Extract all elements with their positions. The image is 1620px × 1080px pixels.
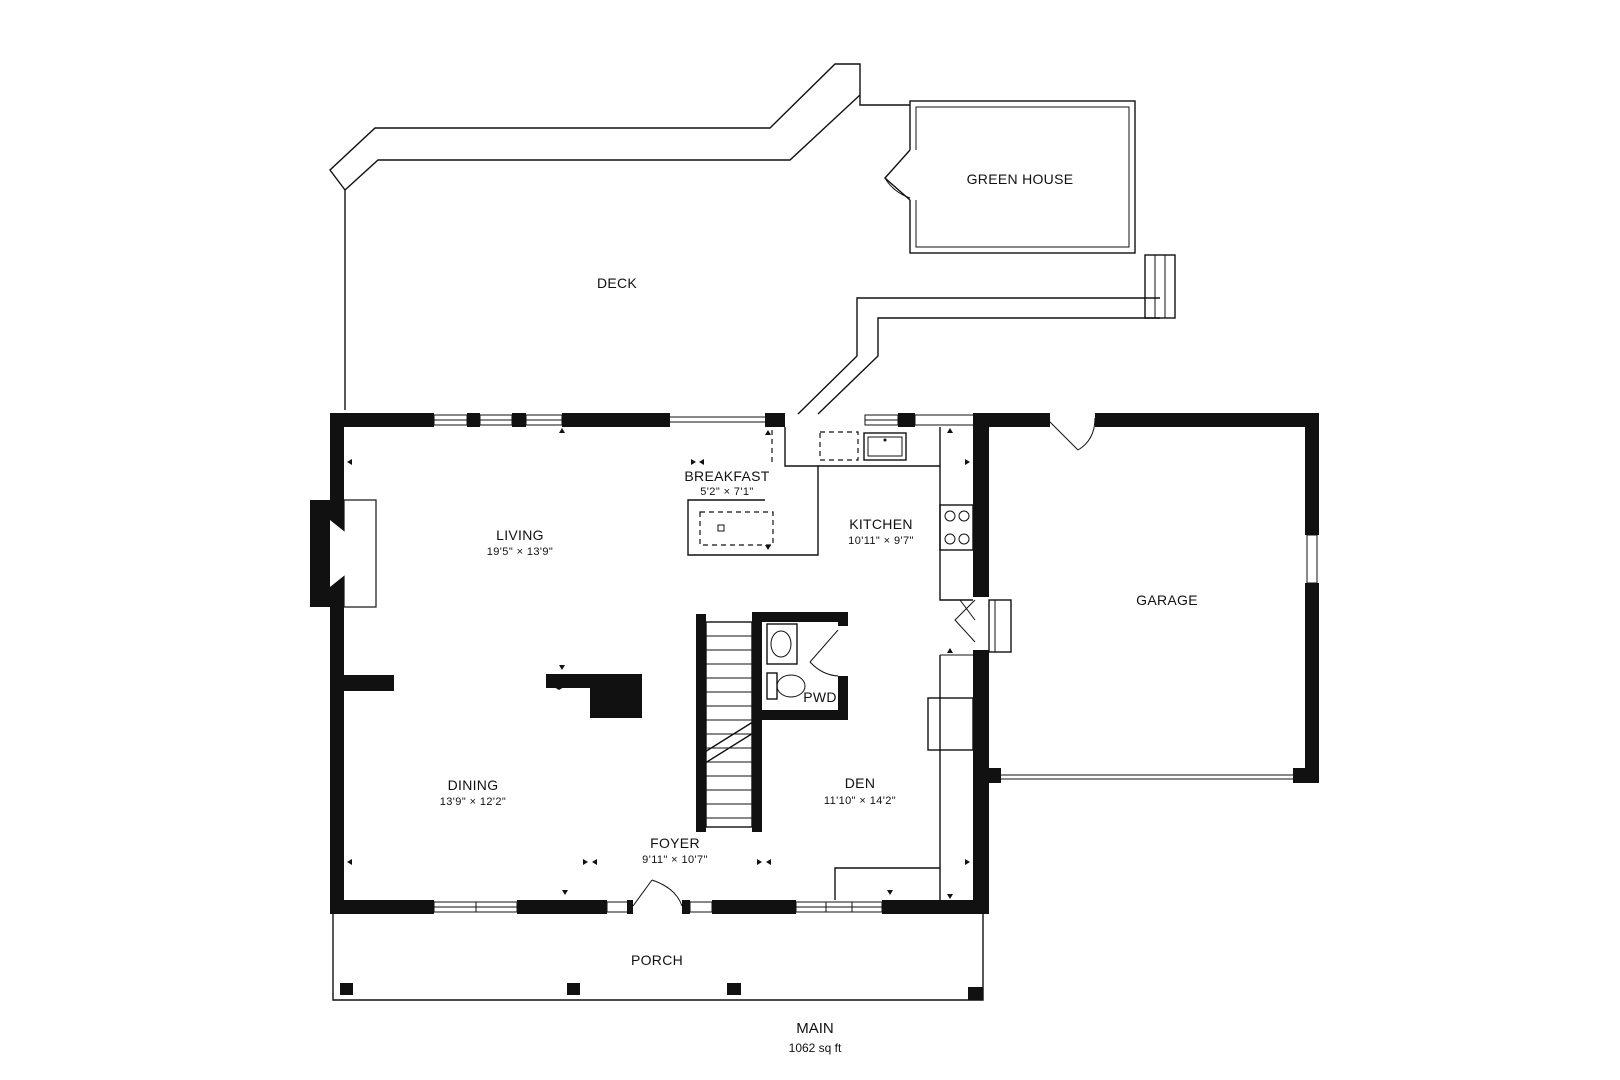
dining-dims: 13'9" × 12'2" bbox=[440, 796, 506, 808]
foyer-dims: 9'11" × 10'7" bbox=[642, 854, 708, 866]
dimension-tick bbox=[559, 684, 564, 690]
living-label: LIVING bbox=[496, 527, 544, 543]
kitchen-fixtures bbox=[687, 427, 974, 556]
garage-walls bbox=[973, 413, 1319, 783]
garage-label: GARAGE bbox=[1136, 592, 1198, 608]
green-house-label: GREEN HOUSE bbox=[967, 171, 1074, 187]
porch-outline bbox=[332, 914, 984, 1001]
dimension-tick bbox=[347, 859, 352, 865]
dimension-tick bbox=[947, 894, 953, 899]
green-house bbox=[884, 100, 1136, 254]
dimension-tick bbox=[965, 459, 970, 465]
dimension-tick bbox=[691, 459, 696, 465]
den-dims: 11'10" × 14'2" bbox=[824, 795, 896, 807]
deck-label: DECK bbox=[597, 275, 637, 291]
porch-label: PORCH bbox=[631, 952, 683, 968]
dimension-tick bbox=[765, 430, 771, 435]
den-label: DEN bbox=[845, 775, 875, 791]
dimension-tick bbox=[554, 684, 559, 690]
dimension-tick bbox=[887, 890, 893, 895]
house-walls bbox=[310, 413, 1050, 914]
dimension-tick bbox=[592, 859, 597, 865]
dimension-tick bbox=[757, 859, 762, 865]
living-dims: 19'5" × 13'9" bbox=[487, 546, 553, 558]
dimension-tick bbox=[765, 545, 771, 550]
dimension-tick bbox=[947, 648, 953, 653]
dimension-markers bbox=[347, 428, 970, 899]
powder-room bbox=[752, 612, 848, 720]
dining-label: DINING bbox=[448, 777, 499, 793]
kitchen-label: KITCHEN bbox=[849, 516, 913, 532]
dimension-tick bbox=[583, 859, 588, 865]
kitchen-dims: 10'11" × 9'7" bbox=[848, 535, 914, 547]
floor-name: MAIN bbox=[796, 1020, 834, 1037]
dimension-tick bbox=[562, 890, 568, 895]
dimension-tick bbox=[766, 859, 771, 865]
breakfast-label: BREAKFAST bbox=[684, 468, 769, 484]
dimension-tick bbox=[699, 459, 704, 465]
breakfast-dims: 5'2" × 7'1" bbox=[700, 486, 753, 498]
dimension-tick bbox=[625, 713, 631, 718]
central-block bbox=[546, 674, 642, 718]
deck-outline bbox=[329, 63, 1176, 415]
dimension-tick bbox=[559, 665, 565, 670]
dimension-tick bbox=[965, 859, 970, 865]
staircase bbox=[696, 612, 762, 832]
pwd-label: PWD bbox=[803, 689, 837, 705]
dimension-tick bbox=[559, 428, 565, 433]
foyer-label: FOYER bbox=[650, 835, 700, 851]
floor-area: 1062 sq ft bbox=[789, 1041, 842, 1055]
dimension-tick bbox=[947, 428, 953, 433]
dimension-tick bbox=[347, 459, 352, 465]
